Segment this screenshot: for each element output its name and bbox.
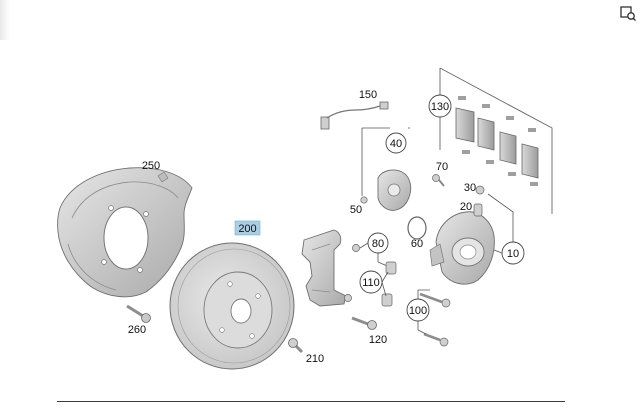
window-edge-shadow bbox=[0, 0, 10, 40]
callout-250-label: 250 bbox=[142, 160, 160, 172]
callout-130-label: 130 bbox=[431, 101, 449, 113]
seal-ring-part[interactable] bbox=[407, 216, 427, 240]
bolt-260-part[interactable] bbox=[126, 304, 151, 323]
callout-40-circle[interactable] bbox=[385, 132, 407, 154]
caliper-housing-part[interactable] bbox=[377, 169, 412, 211]
callout-50-label[interactable]: 50 bbox=[350, 204, 362, 216]
callout-200-highlight-box bbox=[234, 220, 261, 236]
callout-150-label[interactable]: 150 bbox=[359, 89, 377, 101]
zoom-window-button[interactable] bbox=[619, 4, 637, 22]
callout-130-circle[interactable] bbox=[428, 94, 452, 118]
callout-10-label: 10 bbox=[507, 248, 519, 260]
bolt-120-part[interactable] bbox=[351, 316, 377, 330]
brake-pad-3 bbox=[499, 131, 517, 165]
bleed-cap-part[interactable] bbox=[475, 185, 485, 195]
brake-pad-kit-part[interactable] bbox=[439, 67, 553, 214]
callout-120-label[interactable]: 120 bbox=[369, 334, 387, 346]
callout-250[interactable]: 250 bbox=[142, 160, 160, 172]
brake-disc-part[interactable] bbox=[169, 242, 295, 370]
callout-30-label[interactable]: 30 bbox=[464, 182, 476, 194]
callout-60-label[interactable]: 60 bbox=[411, 238, 423, 250]
callout-200-label: 200 bbox=[238, 223, 256, 235]
callout-110-label: 110 bbox=[362, 277, 380, 289]
callout-80-label: 80 bbox=[372, 238, 384, 250]
brake-pad-4 bbox=[521, 143, 539, 179]
callout-70-label[interactable]: 70 bbox=[436, 161, 448, 173]
caliper-bracket-part[interactable] bbox=[301, 229, 360, 307]
dust-cap-part[interactable] bbox=[473, 203, 483, 217]
callout-100-label: 100 bbox=[409, 305, 427, 317]
caliper-part[interactable] bbox=[429, 211, 495, 285]
callout-200-highlighted[interactable]: 200 bbox=[234, 220, 261, 236]
callout-260-label[interactable]: 260 bbox=[128, 324, 146, 336]
screw-50-part[interactable] bbox=[360, 196, 368, 204]
dust-shield-part[interactable] bbox=[57, 167, 193, 298]
guide-bolt-part[interactable] bbox=[381, 261, 397, 307]
pad-clips bbox=[458, 96, 538, 186]
bleed-screw-part[interactable] bbox=[432, 174, 445, 187]
brake-pad-1 bbox=[455, 107, 475, 143]
callout-20-label[interactable]: 20 bbox=[460, 201, 472, 213]
screw-210-part[interactable] bbox=[288, 338, 304, 354]
bottom-divider bbox=[57, 401, 565, 402]
bolt-100-part[interactable] bbox=[419, 292, 451, 347]
callout-40-label: 40 bbox=[390, 138, 402, 150]
wear-sensor-part[interactable] bbox=[320, 101, 389, 130]
zoom-window-icon bbox=[620, 6, 636, 21]
callout-210-label[interactable]: 210 bbox=[306, 353, 324, 365]
brake-pad-2 bbox=[477, 117, 495, 151]
